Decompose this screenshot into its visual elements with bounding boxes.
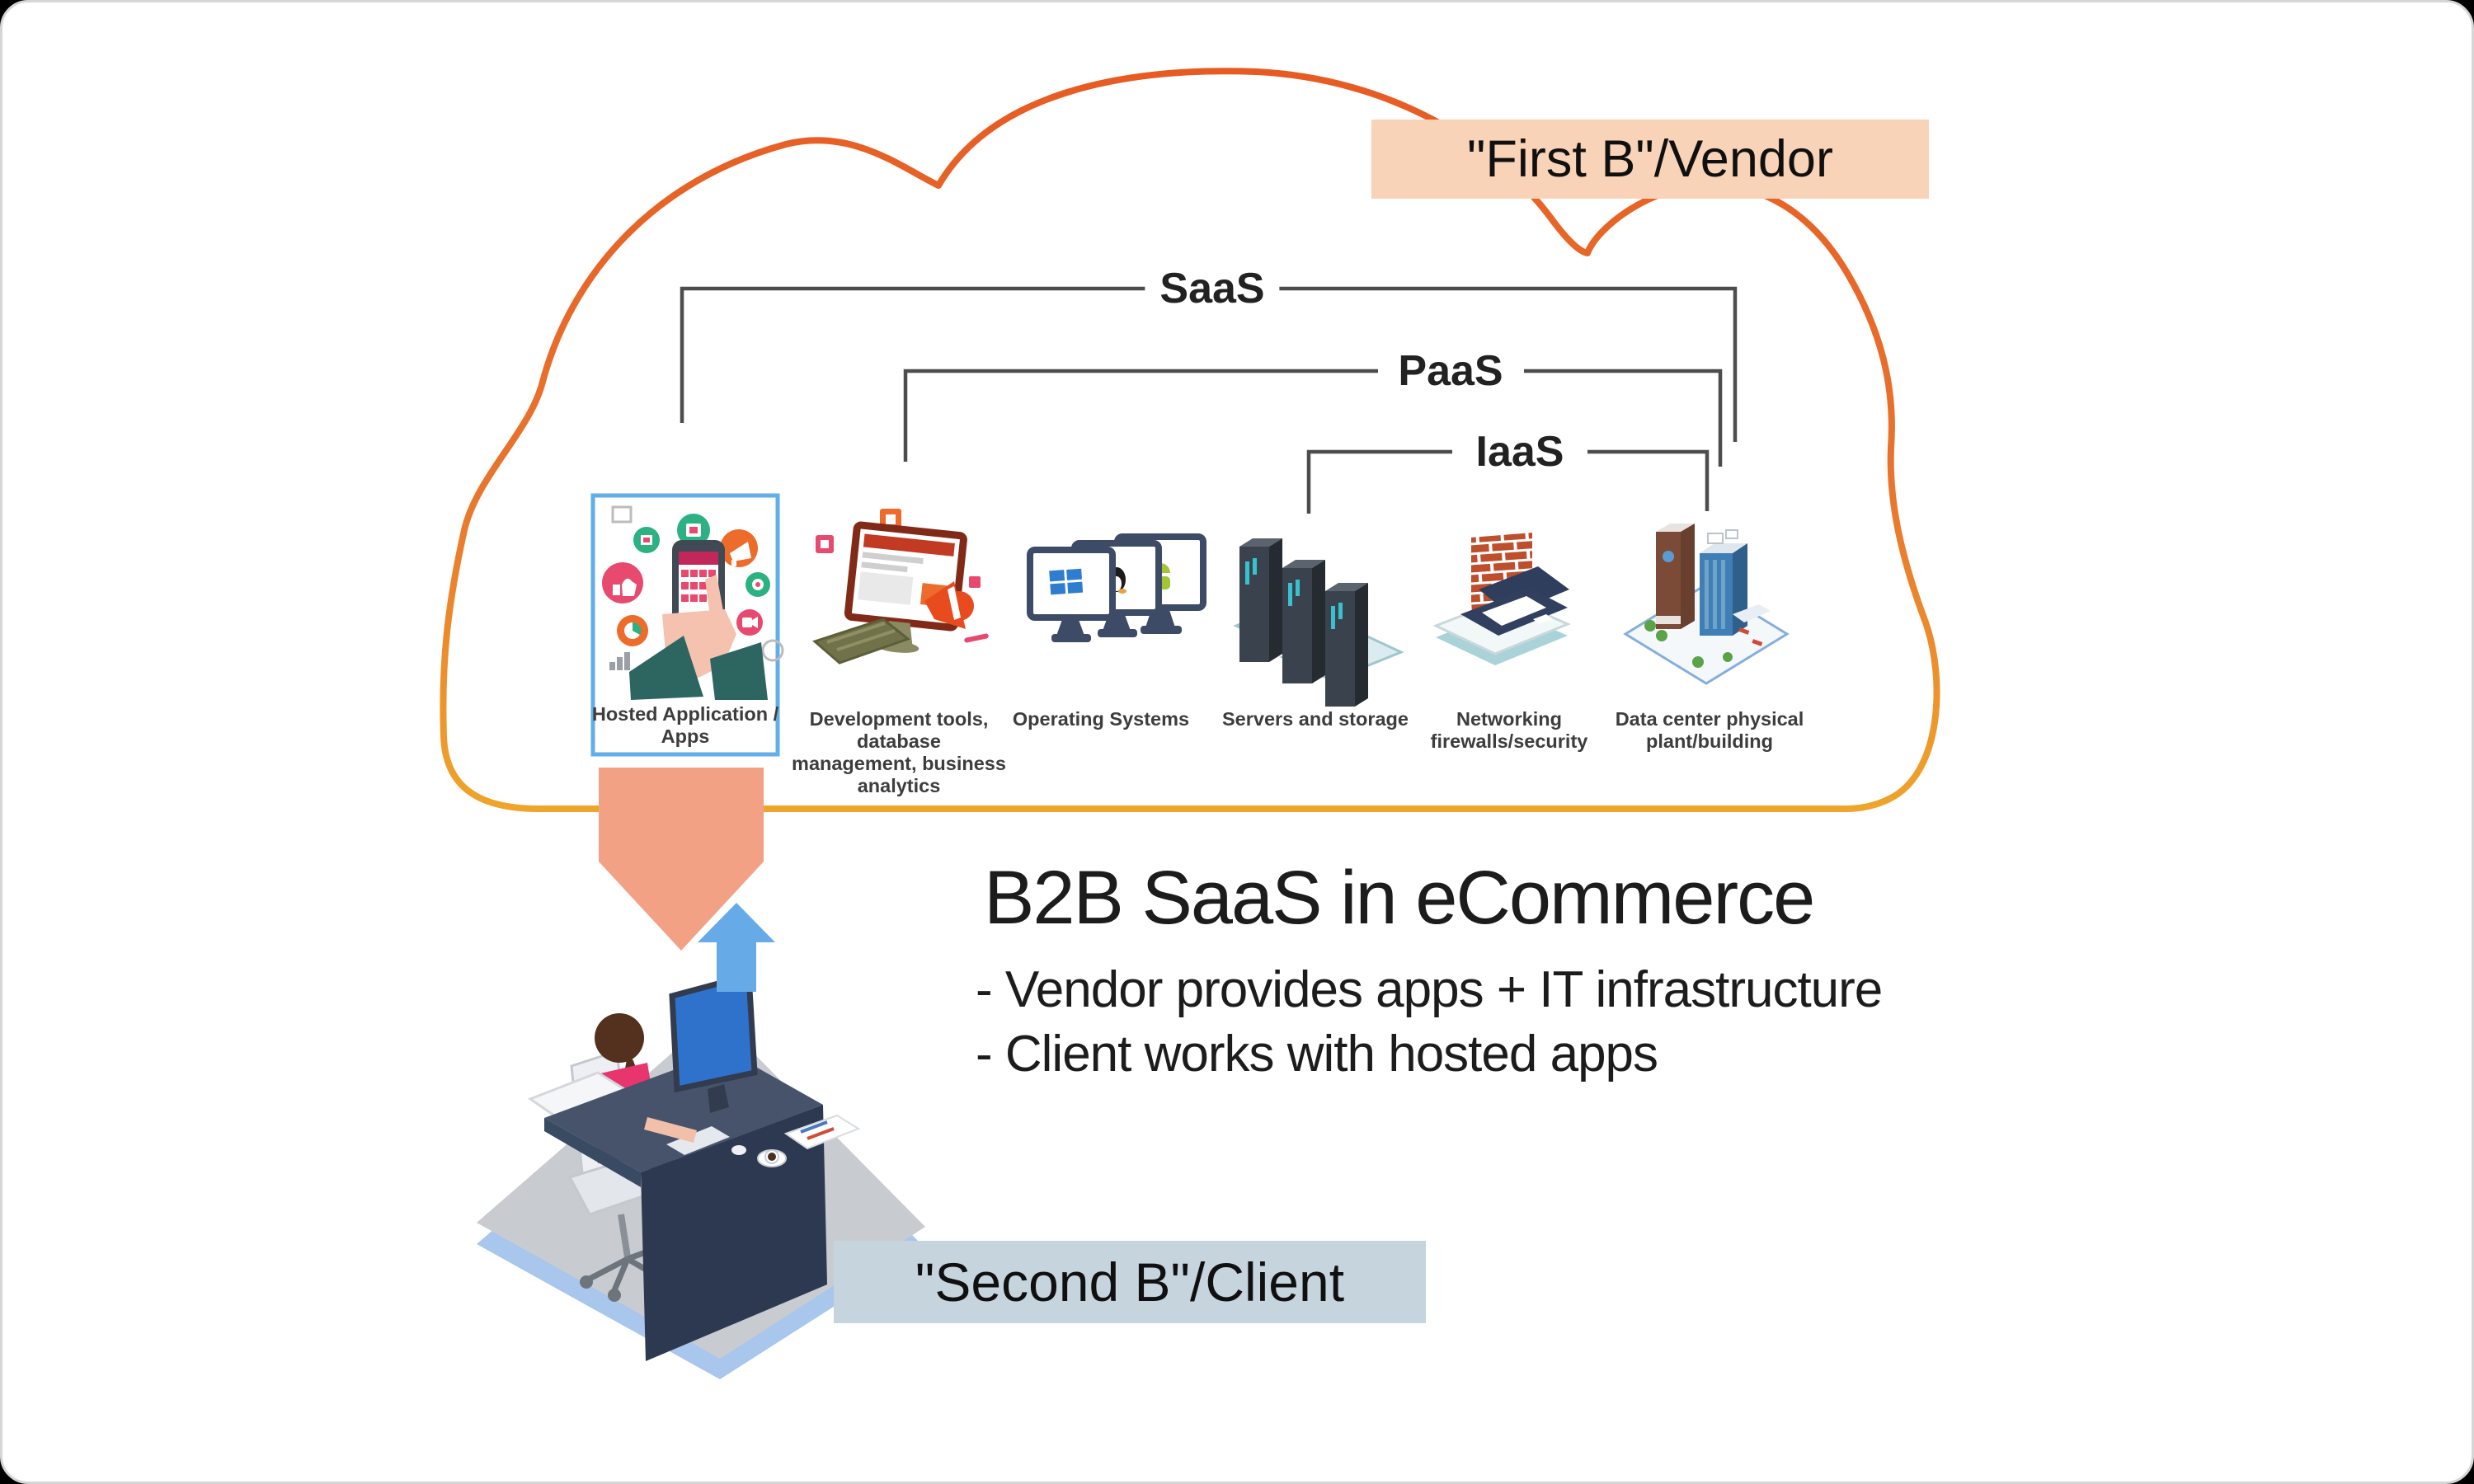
layer-label-paas: PaaS (1383, 346, 1518, 396)
brick-firewall-laptop-icon (1432, 530, 1571, 665)
client-workstation-illustration (477, 971, 925, 1379)
caption-servers-storage: Servers and storage (1222, 708, 1409, 730)
bullet-client: - Client works with hosted apps (976, 1026, 1658, 1082)
vendor-to-client-arrow (599, 768, 764, 951)
developer-workstation-icon (812, 509, 989, 665)
paas-bracket (903, 369, 1723, 467)
caption-data-center: Data center physical plant/building (1615, 708, 1804, 752)
server-tower (1239, 538, 1282, 662)
client-label: "Second B"/Client (834, 1241, 1426, 1323)
server-towers-icon (1233, 538, 1404, 707)
caption-hosted-apps: Hosted Application / Apps (591, 703, 779, 747)
caption-development-tools: Development tools, database management, … (792, 708, 1006, 796)
saas-bracket (680, 286, 1738, 442)
server-tower (1282, 560, 1325, 683)
data-center-buildings-icon (1623, 524, 1790, 685)
bullet-vendor: - Vendor provides apps + IT infrastructu… (976, 961, 1883, 1018)
slide-title: B2B SaaS in eCommerce (984, 856, 1815, 940)
caption-networking: Networking firewalls/security (1430, 708, 1588, 752)
hand-holding-phone-with-app-bubbles-icon (602, 505, 784, 700)
three-monitors-windows-linux-android-icon (1027, 533, 1206, 642)
caption-operating-systems: Operating Systems (1012, 708, 1190, 730)
client-to-vendor-arrow (698, 903, 775, 992)
server-tower (1325, 583, 1368, 707)
layer-label-iaas: IaaS (1460, 427, 1579, 477)
vendor-label: "First B"/Vendor (1371, 120, 1929, 199)
layer-label-saas: SaaS (1145, 264, 1280, 313)
iaas-bracket (1306, 449, 1710, 514)
